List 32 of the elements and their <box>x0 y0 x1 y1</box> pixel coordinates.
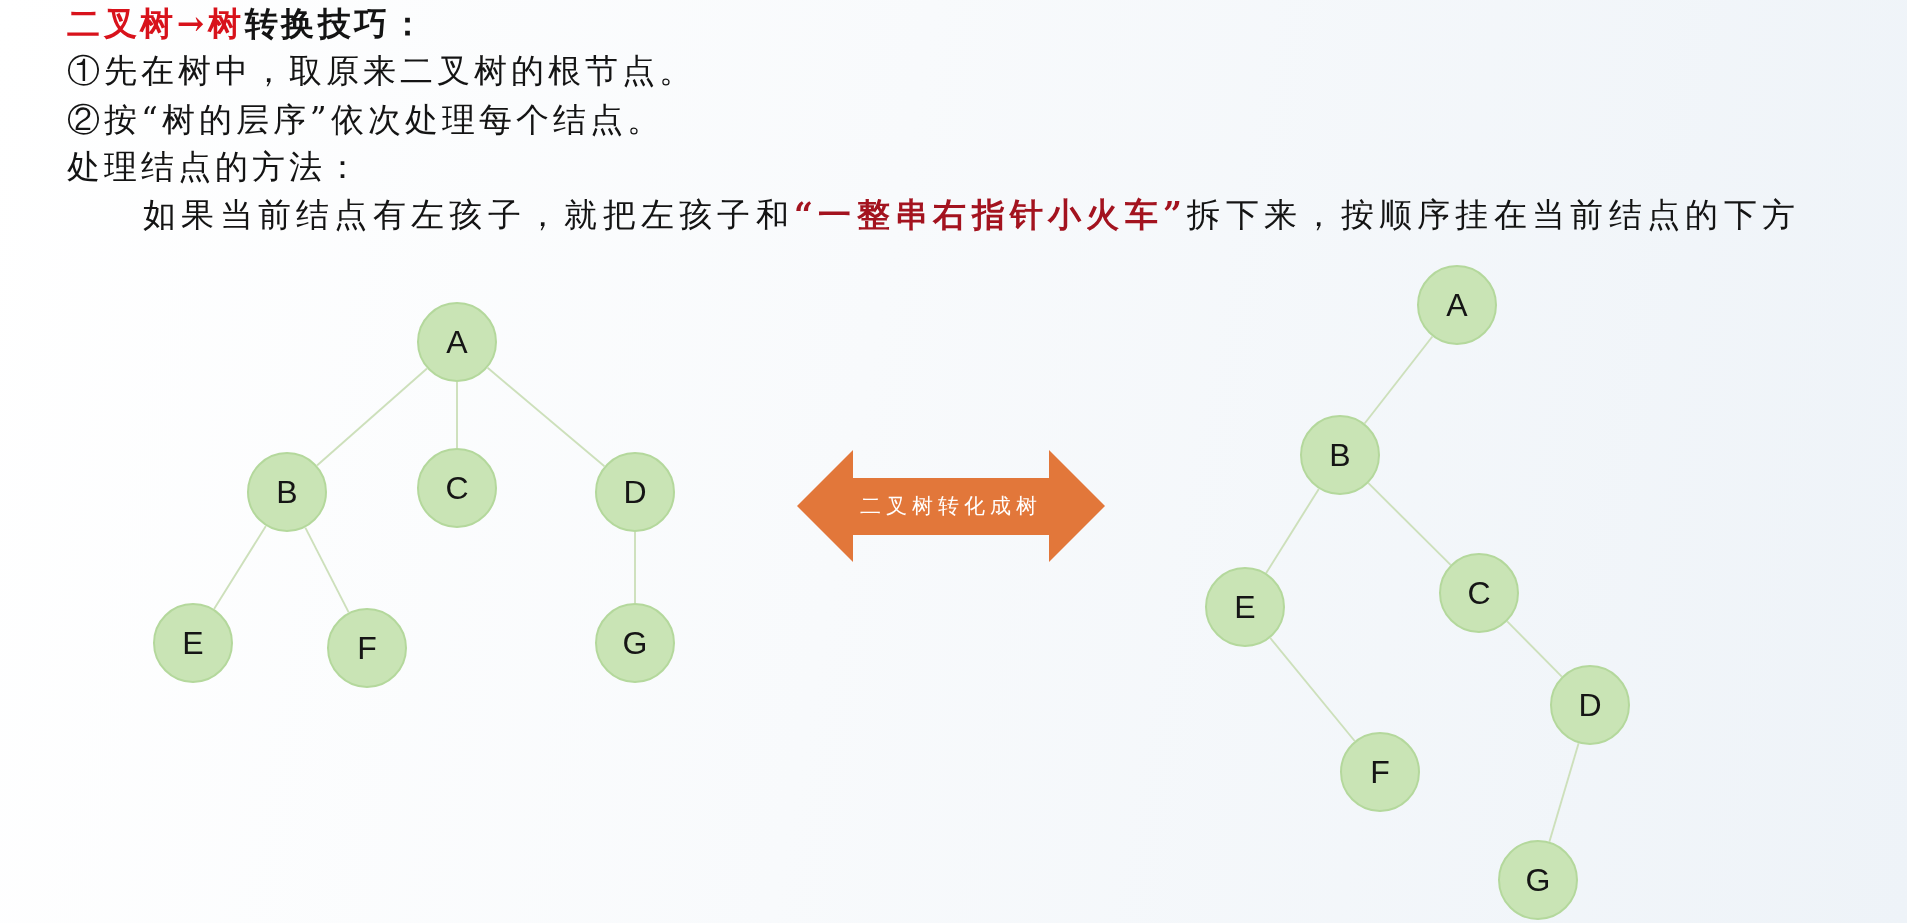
tree-node: B <box>247 452 327 532</box>
subheading: 处理结点的方法： <box>67 147 363 187</box>
tree-node: G <box>595 603 675 683</box>
tree-node: E <box>153 603 233 683</box>
tree-edge <box>634 531 636 604</box>
step-text: ②按“树的层序”依次处理每个结点。 <box>67 100 664 140</box>
tree-node: C <box>417 448 497 528</box>
instruction-text: 如果当前结点有左孩子，就把左孩子和“一整串右指针小火车”拆下来，按顺序挂在当前结点的下方 <box>143 195 1801 235</box>
step-text: ①先在树中，取原来二叉树的根节点。 <box>67 51 696 91</box>
tree-node: F <box>327 608 407 688</box>
tree-edge <box>1269 637 1356 742</box>
tree-node: B <box>1300 415 1380 495</box>
tree-node: A <box>1417 265 1497 345</box>
tree-node: F <box>1340 732 1420 812</box>
tree-node: D <box>1550 665 1630 745</box>
tree-edge <box>486 366 606 468</box>
tree-edge <box>1506 620 1563 678</box>
tree-node: D <box>595 452 675 532</box>
tree-edge <box>1265 487 1320 575</box>
tree-edge <box>1548 742 1580 843</box>
tree-node: G <box>1498 840 1578 920</box>
title: 二叉树→树转换技巧： <box>67 4 428 44</box>
tree-edge <box>456 381 458 449</box>
tree-node: E <box>1205 567 1285 647</box>
double-arrow: 二叉树转化成树 <box>797 450 1105 562</box>
tree-edge <box>304 526 350 614</box>
tree-edge <box>213 525 267 610</box>
tree-edge <box>1367 482 1452 566</box>
tree-node: C <box>1439 553 1519 633</box>
tree-edge <box>1363 335 1434 425</box>
tree-node: A <box>417 302 497 382</box>
tree-edge <box>316 367 428 467</box>
